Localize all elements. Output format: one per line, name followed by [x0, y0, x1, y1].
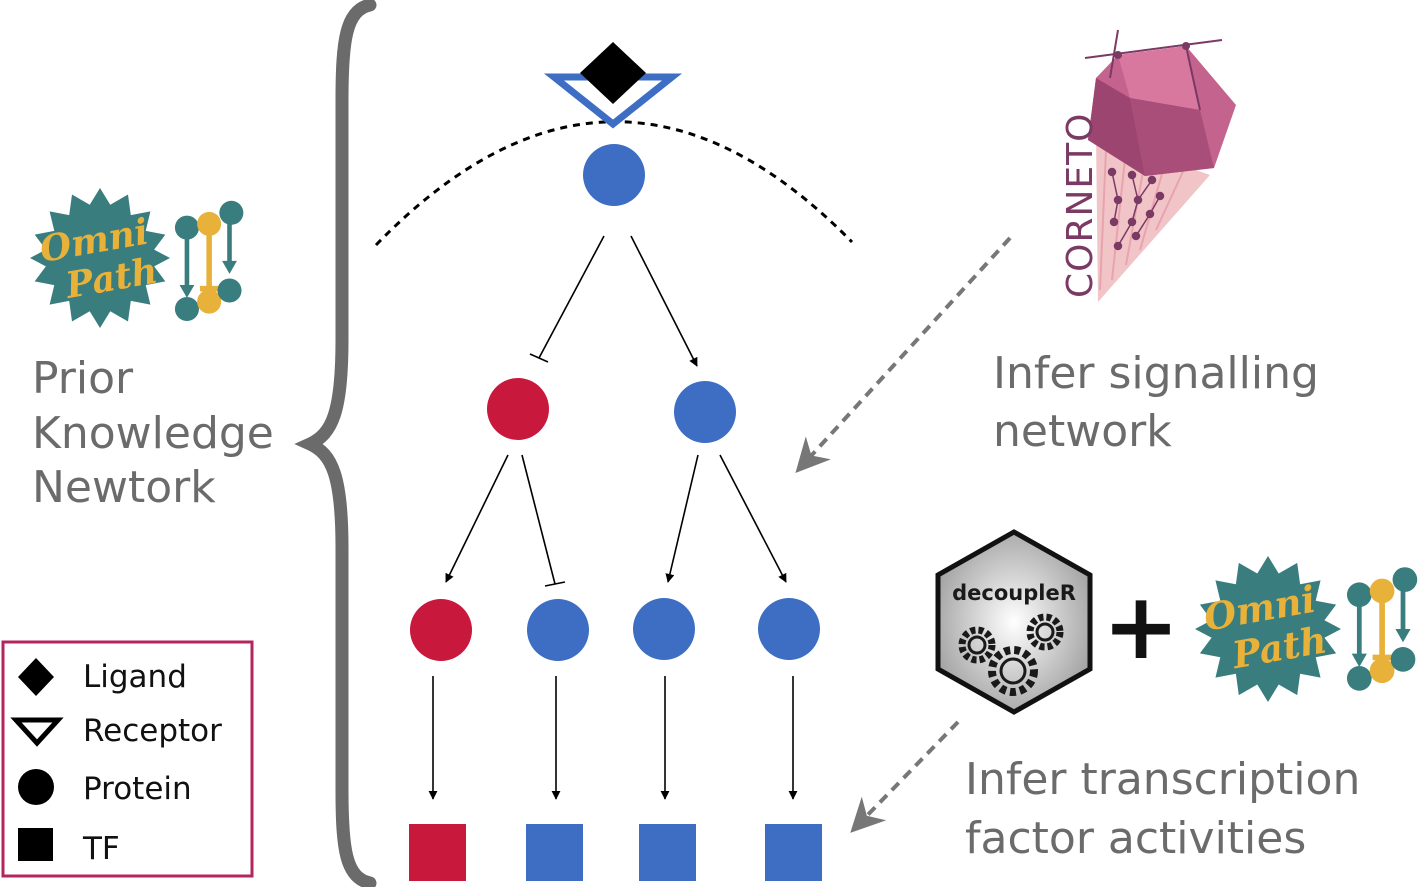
protein-legend-icon [18, 769, 54, 805]
decoupler-logo: decoupleR [935, 529, 1093, 715]
decoupler-hex [935, 529, 1093, 715]
legend: Ligand Receptor Protein TF [1, 640, 254, 878]
tf-legend-icon [18, 828, 53, 861]
edge-p2-p4 [445, 454, 509, 583]
receptor-legend-icon [10, 717, 64, 747]
legend-label-tf: TF [82, 831, 120, 867]
ligand-node [580, 42, 646, 104]
protein-node-p4 [410, 599, 472, 661]
protein-node-p1 [583, 144, 645, 206]
infer-signalling-line-1: Infer signalling [993, 348, 1319, 399]
omnipath-logo-right: Omni Path [1195, 556, 1417, 702]
omnipath-logo-left: Omni Path [30, 188, 243, 328]
prior-knowledge-line-1: Prior [32, 353, 134, 404]
signalling-dashed-arrow [795, 236, 1012, 474]
tf-node-tf3 [639, 824, 696, 881]
corneto-wordmark: CORNETO [1060, 113, 1101, 299]
edge-p1-p2-bar [529, 353, 549, 363]
plus-sign: + [1102, 573, 1179, 680]
edge-p2-p5-bar [544, 581, 566, 587]
infer-tf-label: Infer transcription factor activities [965, 754, 1374, 864]
prior-knowledge-label: Prior Knowledge Newtork [32, 353, 288, 513]
infer-signalling-label: Infer signalling network [993, 348, 1333, 457]
tf-dashed-arrow [850, 720, 960, 833]
gears-icon [958, 613, 1064, 696]
grouping-brace [294, 0, 377, 887]
legend-label-receptor: Receptor [83, 713, 222, 749]
protein-node-p7 [758, 598, 820, 660]
corneto-logo: CORNETO [1060, 29, 1236, 302]
protein-node-p2 [487, 378, 549, 440]
legend-label-protein: Protein [83, 771, 192, 807]
infer-signalling-line-2: network [993, 406, 1172, 457]
signaling-network [374, 42, 854, 881]
protein-node-p6 [633, 598, 695, 660]
svg-text:Omni Path: Omni Path [37, 210, 164, 311]
edge-p3-p6 [665, 454, 699, 583]
edge-p2-p5 [521, 454, 556, 585]
decoupler-wordmark: decoupleR [952, 581, 1076, 605]
protein-node-p5 [527, 599, 589, 661]
ligand-legend-icon [18, 658, 54, 696]
tf-node-tf2 [526, 824, 583, 881]
edge-p3-p7 [719, 454, 787, 583]
corneto-network-icon [1107, 167, 1165, 251]
edge-p1-p3 [630, 235, 698, 367]
omnipath-graph-icon [175, 201, 243, 321]
protein-node-p3 [674, 381, 736, 443]
tf-node-tf4 [765, 824, 822, 881]
prior-knowledge-line-2: Knowledge [32, 408, 274, 459]
infer-tf-line-2: factor activities [965, 813, 1306, 864]
edge-p1-p2 [538, 235, 605, 359]
legend-label-ligand: Ligand [83, 659, 187, 695]
prior-knowledge-line-3: Newtork [32, 462, 216, 513]
tf-node-tf1 [409, 824, 466, 881]
omnipath-graph-icon [1347, 567, 1417, 691]
infer-tf-line-1: Infer transcription [965, 754, 1360, 805]
